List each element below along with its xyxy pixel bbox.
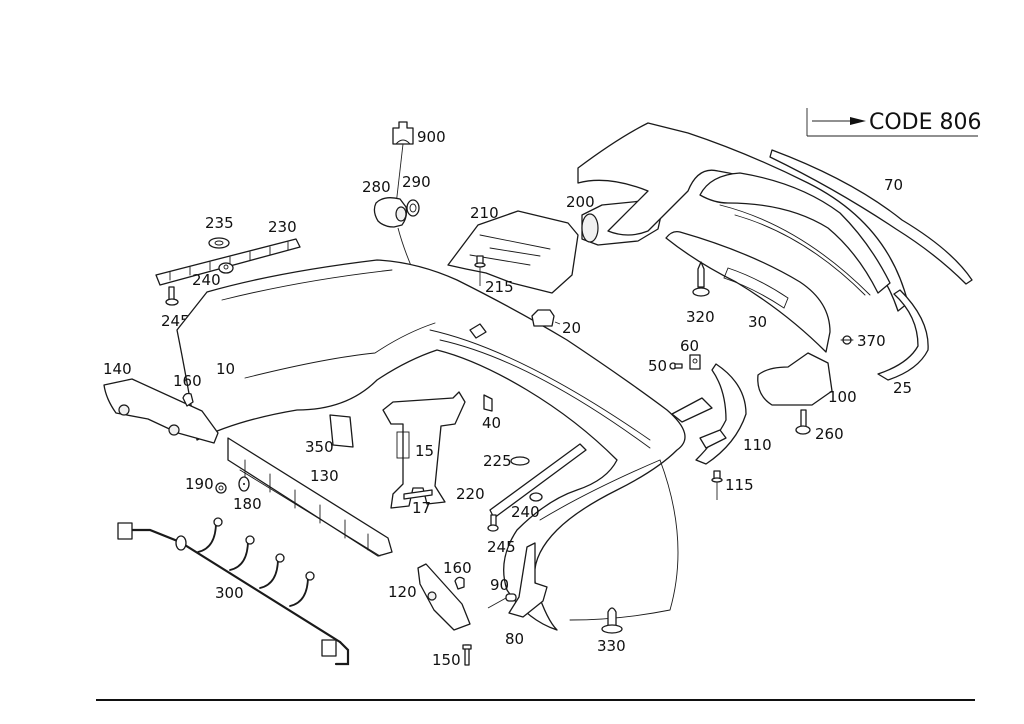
label-350: 350 (305, 438, 334, 456)
part-245-screw-left (165, 286, 179, 306)
label-245-right: 245 (487, 538, 516, 556)
part-70-strip (769, 149, 973, 285)
label-260: 260 (815, 425, 844, 443)
part-210-bracket (447, 210, 579, 294)
part-320-screw (692, 261, 710, 297)
part-160-clip-lower (454, 576, 465, 590)
code-callout: CODE 806 (806, 108, 982, 137)
label-320: 320 (686, 308, 715, 326)
label-25: 25 (893, 379, 912, 397)
label-50: 50 (648, 357, 667, 375)
part-115-pin (711, 470, 723, 500)
label-160-left: 160 (173, 372, 202, 390)
part-150-screw (462, 644, 472, 666)
label-17: 17 (412, 499, 431, 517)
label-70: 70 (884, 176, 903, 194)
part-280-sensor (373, 197, 408, 228)
label-290: 290 (402, 173, 431, 191)
part-140-bracket (103, 378, 219, 444)
label-235: 235 (205, 214, 234, 232)
part-40-bracket (483, 394, 493, 412)
part-17-strip (403, 489, 433, 500)
part-215-pin (474, 255, 486, 286)
label-900: 900 (417, 128, 446, 146)
part-350-module (329, 414, 354, 448)
part-240-clip-right (529, 492, 543, 502)
code-label: CODE 806 (869, 110, 982, 135)
part-90-pin (487, 593, 517, 609)
part-15-bracket (382, 391, 466, 509)
label-225: 225 (483, 452, 512, 470)
part-30-panel (665, 230, 831, 353)
label-220: 220 (456, 485, 485, 503)
label-130: 130 (310, 467, 339, 485)
part-900-connector (392, 121, 414, 206)
label-140: 140 (103, 360, 132, 378)
label-190: 190 (185, 475, 214, 493)
part-245-screw-right (487, 514, 499, 532)
label-200: 200 (566, 193, 595, 211)
part-25-strip (877, 289, 929, 381)
label-150: 150 (432, 651, 461, 669)
arrow-right-icon (850, 117, 866, 125)
part-330-push-pin (601, 607, 623, 634)
part-120-bracket (417, 563, 471, 631)
part-190-nut (215, 482, 227, 494)
label-80: 80 (505, 630, 524, 648)
label-180: 180 (233, 495, 262, 513)
label-20: 20 (562, 319, 581, 337)
label-90: 90 (490, 576, 509, 594)
label-300: 300 (215, 584, 244, 602)
label-100: 100 (828, 388, 857, 406)
label-120: 120 (388, 583, 417, 601)
label-210: 210 (470, 204, 499, 222)
part-160-clip-left (182, 392, 194, 407)
label-330: 330 (597, 637, 626, 655)
label-115: 115 (725, 476, 754, 494)
part-110-bracket (671, 363, 747, 465)
part-80-bracket (508, 542, 548, 618)
part-300-harness (117, 517, 350, 666)
label-240-left: 240 (192, 271, 221, 289)
part-225-washer (510, 456, 530, 466)
part-upper-frame (577, 122, 909, 312)
part-240-clip-left (218, 262, 234, 274)
label-370: 370 (857, 332, 886, 350)
label-15: 15 (415, 442, 434, 460)
label-40: 40 (482, 414, 501, 432)
part-100-duct (757, 352, 833, 406)
part-370-clip (840, 335, 854, 345)
part-290-ring (406, 199, 420, 217)
part-60-clip-nut (689, 354, 701, 370)
label-30: 30 (748, 313, 767, 331)
part-20-mount (531, 309, 561, 327)
label-60: 60 (680, 337, 699, 355)
label-110: 110 (743, 436, 772, 454)
label-160-lower: 160 (443, 559, 472, 577)
part-260-screw (795, 409, 811, 435)
label-10: 10 (216, 360, 235, 378)
label-230: 230 (268, 218, 297, 236)
label-215: 215 (485, 278, 514, 296)
label-240-right: 240 (511, 503, 540, 521)
part-180-cap (238, 476, 250, 492)
part-130-absorber (227, 437, 393, 557)
part-235-washer (208, 237, 230, 249)
part-230-rail (155, 238, 301, 286)
part-50-screw (669, 362, 683, 370)
label-280: 280 (362, 178, 391, 196)
